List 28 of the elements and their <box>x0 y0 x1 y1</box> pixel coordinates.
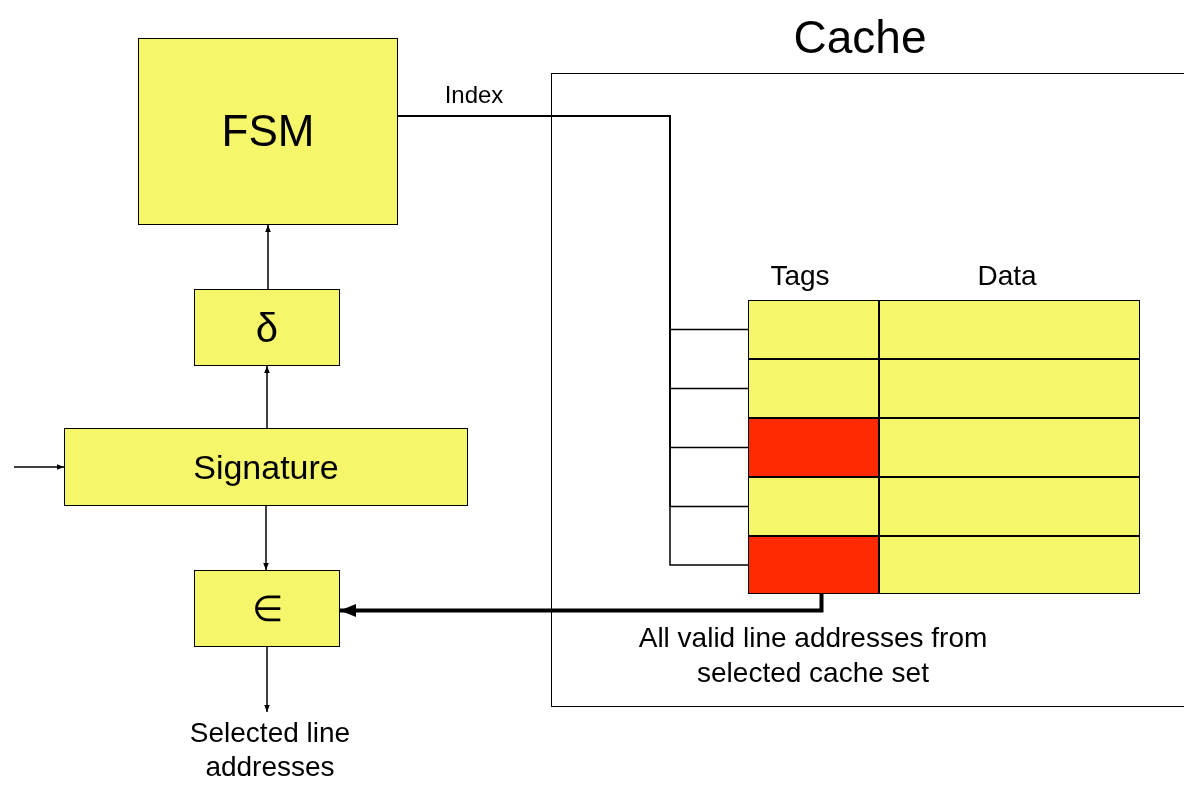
process-box <box>194 289 340 366</box>
arrow <box>264 365 270 429</box>
data-cell <box>879 418 1140 477</box>
process-box <box>138 38 398 225</box>
process-box <box>64 428 468 506</box>
arrow <box>340 594 824 617</box>
tag-cell <box>748 359 879 418</box>
data-cell <box>879 536 1140 594</box>
tag-cell <box>748 418 879 477</box>
process-box <box>194 570 340 647</box>
group-title: Cache <box>792 10 928 65</box>
arrow <box>265 224 271 290</box>
tag-cell <box>748 300 879 359</box>
box-label: ∈ <box>251 586 283 631</box>
arrow <box>264 646 270 713</box>
arrow <box>263 505 269 571</box>
box-label: FSM <box>221 105 315 158</box>
arrow <box>13 464 65 470</box>
output-label: Selected line addresses <box>188 716 352 784</box>
column-header: Tags <box>769 259 831 293</box>
box-label: δ <box>255 304 279 352</box>
data-cell <box>879 359 1140 418</box>
box-label: Signature <box>193 446 339 488</box>
data-cell <box>879 477 1140 536</box>
tag-cell <box>748 536 879 594</box>
data-cell <box>879 300 1140 359</box>
tag-cell <box>748 477 879 536</box>
column-header: Data <box>976 259 1038 293</box>
